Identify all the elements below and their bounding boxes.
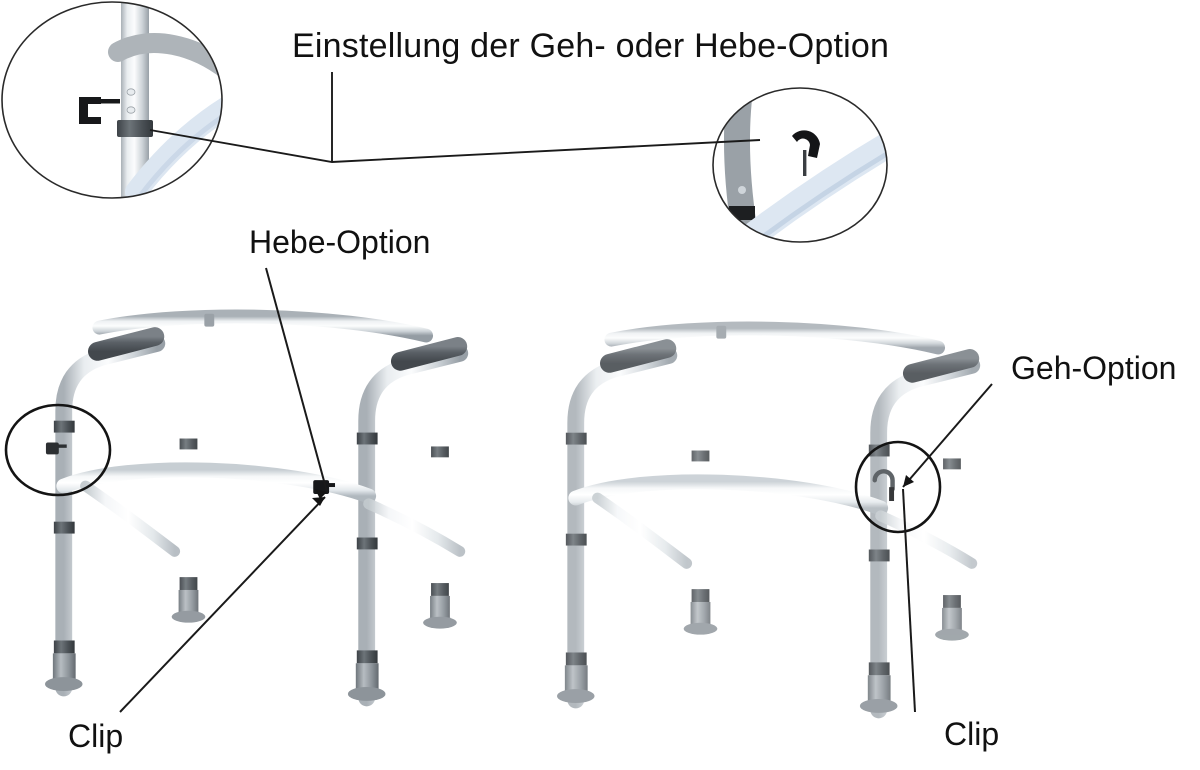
clip-right-leader-line [902, 488, 916, 713]
page-title: Einstellung der Geh- oder Hebe-Option [292, 27, 890, 65]
geh-option-arrowhead [903, 475, 914, 487]
walker-right-illustration [557, 326, 972, 713]
detail-circle-left-outline [1, 1, 223, 199]
hebe-option-arrowhead [315, 489, 327, 499]
clip-left-arrowhead [312, 497, 325, 506]
highlight-ellipse-left-walker [4, 403, 112, 497]
label-clip-right: Clip [944, 716, 1000, 752]
detail-circles-connector-line [149, 129, 761, 163]
label-hebe-option: Hebe-Option [249, 224, 431, 260]
detail-left-clip [79, 97, 120, 124]
walker-right-clip-open [872, 469, 895, 502]
label-geh-option: Geh-Option [1011, 350, 1177, 386]
detail-right-clip [792, 130, 820, 176]
clip-left-leader-line [119, 496, 326, 713]
geh-option-leader-line [902, 383, 993, 488]
highlight-ellipse-right-walker [854, 440, 942, 534]
detail-circle-right-outline [712, 87, 888, 243]
detail-view-right [712, 87, 888, 243]
label-clip-left: Clip [68, 718, 124, 754]
hebe-option-leader-line [265, 267, 328, 493]
